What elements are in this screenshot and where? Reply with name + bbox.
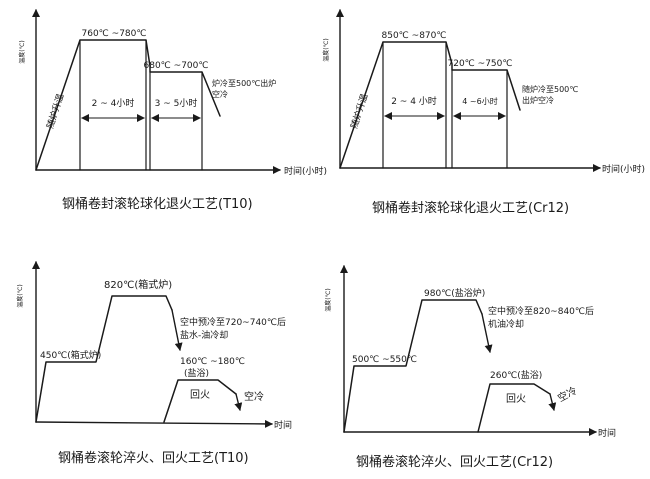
cooling-note: 随炉冷至500℃出炉空冷 <box>522 85 578 105</box>
quench-curve <box>343 299 483 433</box>
temper-temp-label: 160℃ ~180℃ <box>180 357 245 367</box>
quench-cooling-note: 空中预冷至720~740℃后盐水-油冷却 <box>180 318 286 341</box>
x-axis-label: 时间(小时) <box>602 163 645 175</box>
preheat-temp-label: 450℃(箱式炉) <box>40 349 101 361</box>
duration-label-hold: 2 ~ 4小时 <box>92 97 135 109</box>
y-axis-label: 温度(℃) <box>322 38 330 61</box>
x-axis-label: 时间 <box>598 427 616 439</box>
quench-curve <box>35 295 173 423</box>
heating-label: 随炉升温 <box>348 92 371 130</box>
y-axis-label: 温度(℃) <box>18 40 26 63</box>
duration-label-hold: 2 ~ 4 小时 <box>391 95 437 107</box>
x-axis-label: 时间(小时) <box>284 165 327 177</box>
quench-cooling-arrow <box>481 313 493 353</box>
temper-label: 回火 <box>506 393 526 405</box>
x-axis-label: 时间 <box>274 419 292 431</box>
temper-cooling-arrow <box>548 393 557 411</box>
temper-label: 回火 <box>190 389 210 401</box>
temper-curve <box>477 383 551 433</box>
x-axis <box>35 419 273 428</box>
quench-cooling-arrow <box>171 309 183 351</box>
second-hold-temp-label: 680℃ ~700℃ <box>144 61 209 71</box>
cooling-note: 炉冷至500℃出炉空冷 <box>212 79 276 99</box>
temper-temp-label: 260℃(盐浴) <box>490 369 542 381</box>
second-hold-temp-label: 720℃ ~750℃ <box>448 59 513 69</box>
air-cool-label: 空冷 <box>555 384 579 405</box>
hold-temp-label: 760℃ ~780℃ <box>82 29 147 39</box>
temper-medium-label: (盐浴) <box>184 367 209 379</box>
annealing-diagram-t10: 温度(℃) 时间(小时) 随炉升温 760℃ ~780℃ 680℃ ~700℃ … <box>18 9 327 212</box>
temper-cooling-arrow <box>234 393 243 411</box>
temper-curve <box>163 379 237 423</box>
diagram-caption: 钢桶卷滚轮淬火、回火工艺(T10) <box>58 450 249 466</box>
quench-temper-diagram-t10: 温度(℃) 时间 450℃(箱式炉) 820℃(箱式炉) 空中预冷至720~74… <box>16 261 292 466</box>
y-axis-label: 温度(℃) <box>324 288 332 311</box>
y-axis-label: 温度(℃) <box>16 284 24 307</box>
quench-temp-label: 820℃(箱式炉) <box>104 278 172 291</box>
quench-temper-diagram-cr12: 温度(℃) 时间 500℃ ~550℃ 980℃(盐浴炉) 空中预冷至820~8… <box>324 265 616 470</box>
diagram-caption: 钢桶卷封滚轮球化退火工艺(Cr12) <box>372 200 569 216</box>
duration-label-second-hold: 4 ~6小时 <box>462 96 497 106</box>
hold-temp-label: 850℃ ~870℃ <box>382 31 447 41</box>
quench-temp-label: 980℃(盐浴炉) <box>424 287 485 299</box>
air-cool-label: 空冷 <box>244 390 264 403</box>
heating-label: 随炉升温 <box>44 92 67 130</box>
diagram-caption: 钢桶卷滚轮淬火、回火工艺(Cr12) <box>356 454 553 470</box>
quench-cooling-note: 空中预冷至820~840℃后机油冷却 <box>488 307 594 330</box>
preheat-temp-label: 500℃ ~550℃ <box>352 355 417 365</box>
duration-label-second-hold: 3 ~ 5小时 <box>155 97 198 109</box>
diagram-caption: 钢桶卷封滚轮球化退火工艺(T10) <box>62 196 253 212</box>
annealing-diagram-cr12: 温度(℃) 时间(小时) 随炉升温 850℃ ~870℃ 720℃ ~750℃ … <box>322 9 645 216</box>
